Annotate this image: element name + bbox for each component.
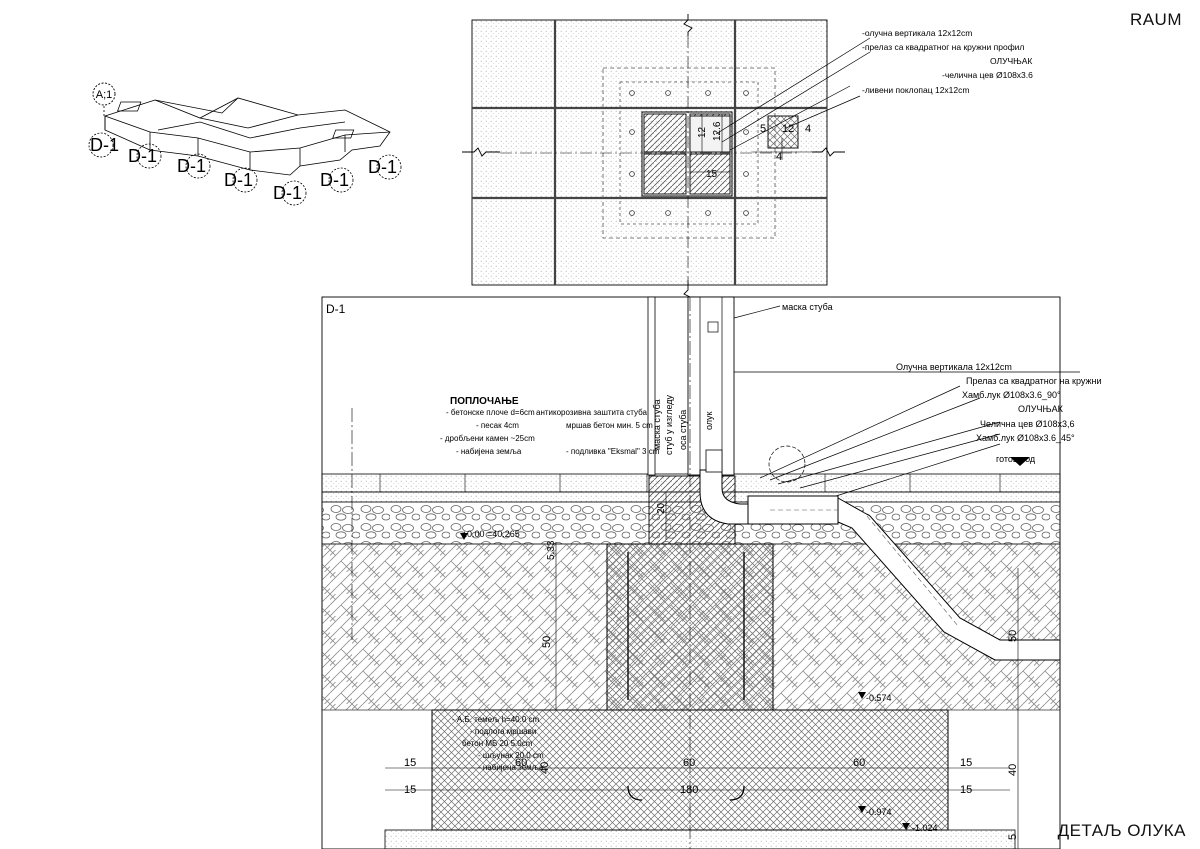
dim-text: 50 — [541, 636, 553, 648]
isometric-key: A;1 D-1 D-1 D-1 D-1 D-1 — [88, 82, 402, 206]
level-label: -0.974 — [866, 807, 892, 817]
paving-layer: - набијена земља — [456, 447, 522, 456]
iso-marker-label: D-1 — [128, 146, 157, 166]
plan-dim: 12 — [782, 123, 794, 135]
section-note: мршав бетон мин. 5 cm — [566, 421, 653, 430]
dim-text: 5,33 — [546, 540, 557, 560]
brand-name: RAUM — [1129, 10, 1182, 29]
dim-text: 15 — [960, 757, 972, 769]
dim-text: 15 — [404, 784, 416, 796]
plan-callout: ОЛУЧЊАК — [990, 56, 1032, 66]
footing-spec: - шљунак 20.0 cm — [478, 751, 544, 760]
plan-dim: 12 — [697, 126, 708, 138]
dim-text: 60 — [515, 757, 527, 769]
iso-ref-tag: A;1 — [96, 89, 113, 101]
plan-view: 12 12.6 15 5 12 4 4 -олучна вертикала 12… — [462, 14, 1033, 303]
dim-text: 40 — [1007, 764, 1019, 776]
vertical-label: олук — [704, 411, 714, 430]
iso-marker-label: D-1 — [177, 156, 206, 176]
section-callout: Олучна вертикала 12x12cm — [896, 362, 1012, 372]
iso-d1-markers: D-1 D-1 D-1 D-1 D-1 D-1 — [88, 132, 402, 206]
level-label: ±0.00 =40.265 — [462, 529, 520, 539]
section-label: D-1 — [326, 302, 346, 316]
plan-callout: -ливени поклопац 12x12cm — [862, 85, 969, 95]
iso-marker-label: D-1 — [320, 170, 349, 190]
iso-marker-label: D-1 — [368, 157, 397, 177]
level-label: -1.024 — [912, 823, 938, 833]
section-d1: D-1 — [321, 296, 1101, 849]
paving-layer: - бетонске плоче d=6cm — [446, 408, 535, 417]
iso-marker-label: D-1 — [90, 135, 119, 155]
plan-callout: -олучна вертикала 12x12cm — [862, 28, 972, 38]
dim-text: 20 — [656, 502, 667, 514]
plan-dim: 4 — [805, 123, 811, 135]
floor-label: готов под — [996, 454, 1036, 464]
section-callout: Хамб.лук Ø108x3.6_45° — [976, 433, 1075, 443]
plan-callout: -прелаз са квадратног на кружни профил — [862, 42, 1024, 52]
section-note: - подливка "Eksmal" 3 cm — [566, 447, 660, 456]
section-note: антикорозивна заштита стуба — [536, 408, 647, 417]
section-callout: маска стуба — [782, 302, 833, 312]
level-label: -0.574 — [866, 693, 892, 703]
iso-marker-label: D-1 — [273, 183, 302, 203]
footing-spec: бетон МБ 20 5.0cm — [462, 739, 533, 748]
plan-dim: 5 — [760, 123, 766, 135]
plan-dim: 15 — [706, 169, 718, 180]
paving-heading: ПОПЛОЧАЊЕ — [450, 396, 519, 407]
dim-text: 50 — [1007, 630, 1019, 642]
dim-text: 15 — [960, 784, 972, 796]
footing-spec: - подлога мршави — [470, 727, 536, 736]
dim-text: 60 — [853, 757, 865, 769]
footing-spec: - А.Б. темељ h=40.0 cm — [452, 715, 540, 724]
vertical-label: оса стуба — [678, 410, 688, 450]
plan-dim: 12.6 — [712, 121, 723, 141]
dim-text: 15 — [404, 757, 416, 769]
vertical-label: стуб у изгледу — [664, 394, 674, 455]
vertical-label: маска стуба — [652, 399, 662, 450]
iso-marker-label: D-1 — [224, 170, 253, 190]
dim-text: 40 — [539, 762, 551, 774]
plan-dim: 4 — [776, 151, 782, 163]
dim-text: 60 — [683, 757, 695, 769]
footing-spec: - набијена земља — [478, 763, 544, 772]
section-callout: Челична цев Ø108x3,6 — [980, 419, 1075, 429]
plan-callout: -челична цев Ø108x3.6 — [942, 70, 1033, 80]
dim-text: 5 — [1007, 834, 1019, 840]
section-callout: Хамб.лук Ø108x3.6_90° — [962, 390, 1061, 400]
dim-text: 180 — [680, 784, 698, 796]
paving-layer: - песак 4cm — [476, 421, 519, 430]
section-callout: Прелаз са квадратног на кружни — [966, 376, 1101, 386]
section-callout: ОЛУЧЊАК — [1018, 404, 1064, 414]
detail-title: ДЕТАЉ ОЛУКА — [1057, 821, 1186, 840]
paving-layer: - дробљени камен ~25cm — [440, 434, 535, 443]
